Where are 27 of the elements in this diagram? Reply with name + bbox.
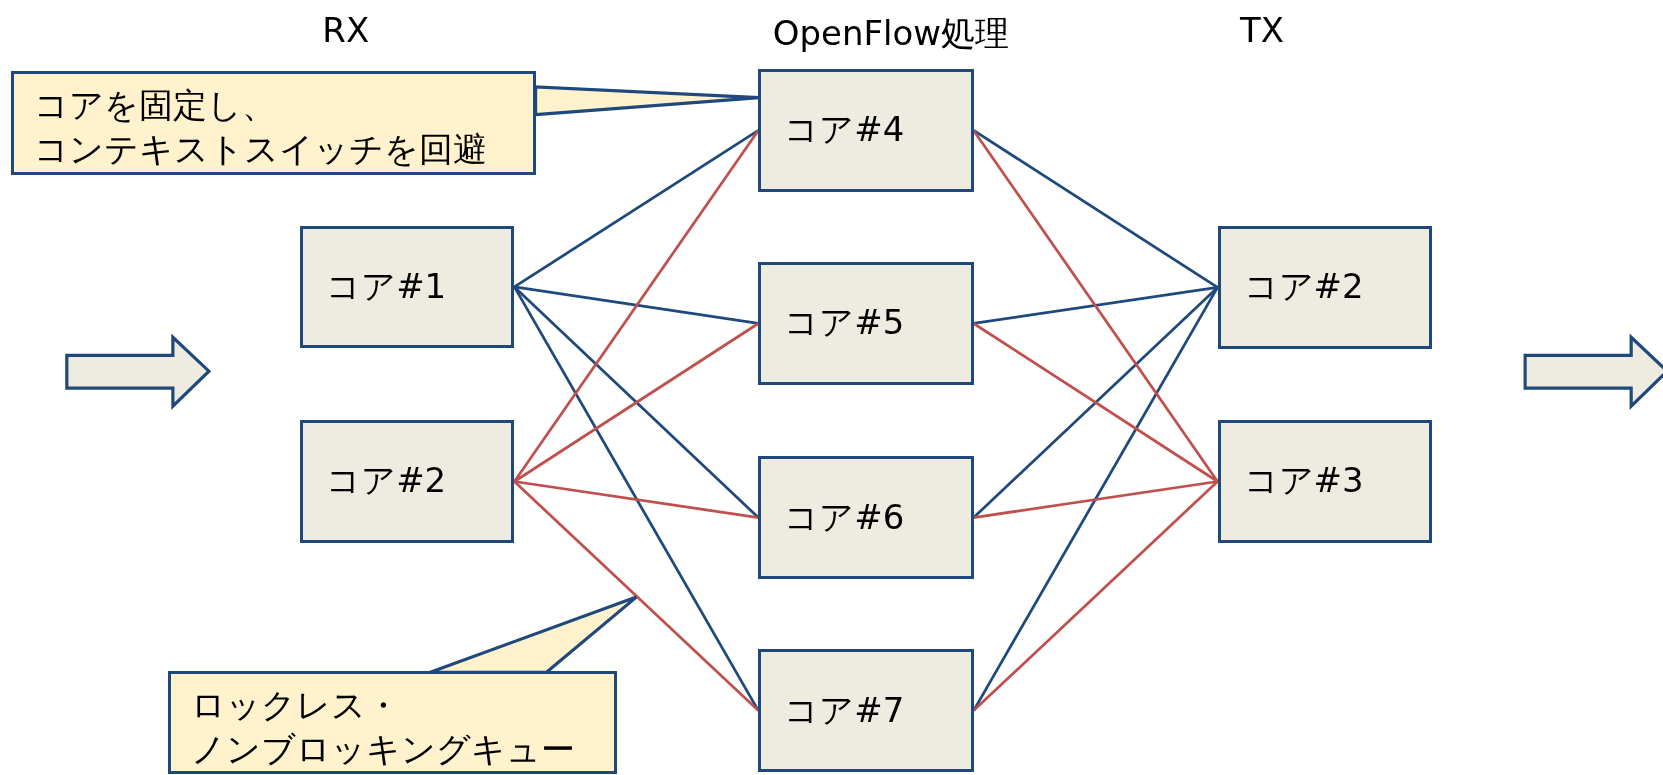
column-heading: TX xyxy=(1240,10,1285,50)
connector-line xyxy=(973,480,1218,519)
core-box: コア#6 xyxy=(758,456,974,580)
connector-line xyxy=(513,480,760,712)
connector-line xyxy=(972,129,1219,483)
connector-line xyxy=(972,480,1219,712)
core-box: コア#7 xyxy=(758,649,974,773)
column-heading: RX xyxy=(322,10,370,50)
connector-line xyxy=(513,129,760,483)
core-box: コア#2 xyxy=(300,420,515,543)
connector-line xyxy=(972,129,1219,289)
callout-box: コアを固定し、コンテキストスイッチを回避 xyxy=(10,71,536,175)
core-box: コア#5 xyxy=(758,261,974,385)
callout-pointer xyxy=(427,595,638,674)
column-heading: OpenFlow処理 xyxy=(772,12,1009,55)
core-box: コア#1 xyxy=(300,225,515,348)
connector-line xyxy=(513,285,760,519)
core-box: コア#4 xyxy=(758,68,974,192)
connector-line xyxy=(513,322,760,483)
connector-line xyxy=(973,286,1218,325)
core-box: コア#3 xyxy=(1217,420,1432,543)
callout-pointer xyxy=(534,85,761,117)
core-box: コア#2 xyxy=(1217,225,1432,349)
connector-line xyxy=(514,480,759,519)
connector-line xyxy=(972,322,1219,483)
connector-line xyxy=(514,285,759,325)
connector-line xyxy=(513,129,760,289)
